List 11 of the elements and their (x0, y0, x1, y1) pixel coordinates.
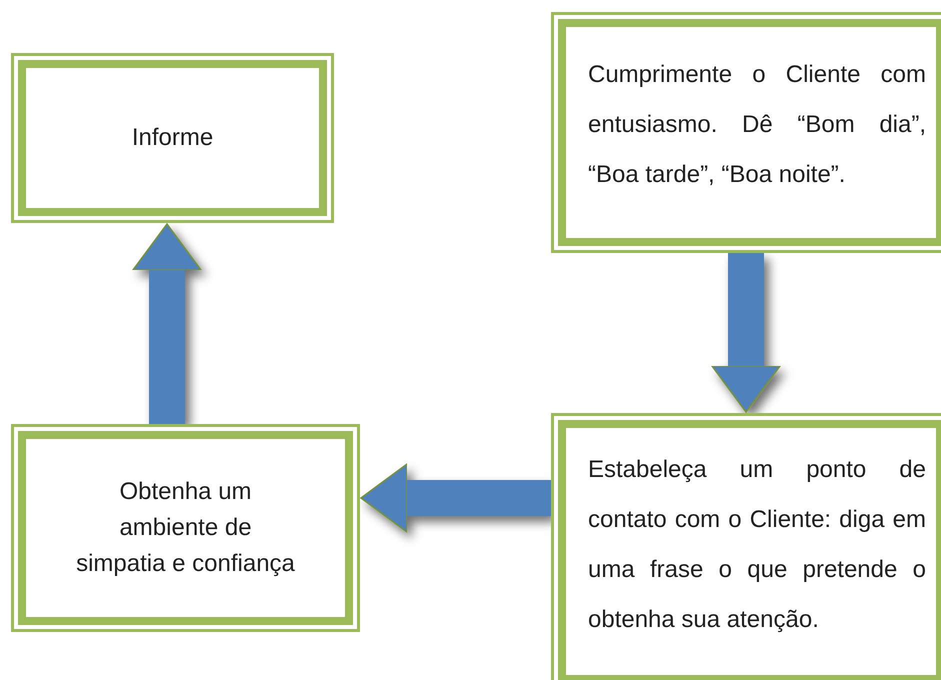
block-arrow (132, 223, 202, 424)
process-box (11, 53, 334, 223)
step-text: Obtenha um ambiente de simpatia e confiança (76, 477, 295, 579)
block-arrow (360, 463, 551, 533)
step-text: Informe (132, 123, 214, 153)
process-box (551, 413, 941, 680)
step-text: Estabeleça um ponto de contato com o Cliente: diga em uma frase o que pretende o obtenha sua atenção. (588, 454, 926, 634)
block-arrow (711, 253, 781, 413)
process-box (551, 12, 941, 253)
step-text: Cumprimente o Cliente com entusiasmo. Dê “Bom dia”, “Boa tarde”, “Boa noite”. (588, 60, 926, 190)
process-box (11, 424, 360, 632)
